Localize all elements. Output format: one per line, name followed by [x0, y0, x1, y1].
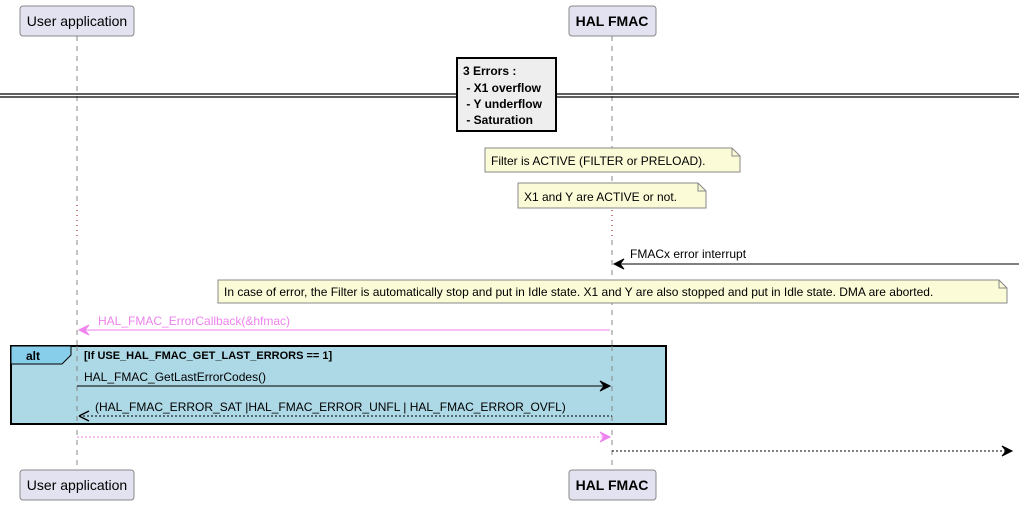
participant-hal-top[interactable]: HAL FMAC [568, 5, 657, 37]
participant-hal-bottom[interactable]: HAL FMAC [568, 469, 657, 501]
arrowhead-icon [599, 431, 612, 443]
participant-label: HAL FMAC [576, 477, 649, 493]
alt-keyword: alt [26, 349, 40, 363]
note-error-case: In case of error, the Filter is automati… [217, 279, 1008, 304]
participant-user-bottom[interactable]: User application [19, 469, 135, 501]
message-return-external [612, 445, 1014, 457]
note-text: In case of error, the Filter is automati… [224, 285, 933, 299]
note-text: Filter is ACTIVE (FILTER or PRELOAD). [491, 154, 705, 168]
message-label: (HAL_FMAC_ERROR_SAT |HAL_FMAC_ERROR_UNFL… [95, 400, 566, 414]
arrowhead-icon [78, 410, 90, 422]
note-text: X1 and Y are ACTIVE or not. [524, 190, 677, 204]
arrowhead-icon [1001, 445, 1014, 457]
alt-fragment: alt [If USE_HAL_FMAC_GET_LAST_ERRORS == … [10, 345, 667, 425]
arrowhead-icon [599, 380, 612, 392]
arrowhead-icon [612, 258, 625, 270]
participant-label: HAL FMAC [576, 13, 649, 29]
message-get-last-error-codes: HAL_FMAC_GetLastErrorCodes() [77, 370, 612, 392]
alt-condition: [If USE_HAL_FMAC_GET_LAST_ERRORS == 1] [84, 350, 332, 362]
message-label: HAL_FMAC_GetLastErrorCodes() [84, 370, 266, 384]
message-label: HAL_FMAC_ErrorCallback(&hfmac) [98, 314, 290, 328]
arrowhead-icon [77, 324, 90, 336]
divider-line: - Y underflow [463, 97, 543, 111]
participant-user-top[interactable]: User application [19, 5, 135, 37]
message-return-pink [77, 431, 612, 443]
divider: 3 Errors : - X1 overflow - Y underflow -… [0, 57, 1019, 132]
message-return-error-codes: (HAL_FMAC_ERROR_SAT |HAL_FMAC_ERROR_UNFL… [78, 400, 612, 422]
message-label: FMACx error interrupt [630, 247, 747, 261]
divider-title: 3 Errors : [463, 64, 516, 78]
note-filter-active: Filter is ACTIVE (FILTER or PRELOAD). [484, 147, 741, 173]
message-error-callback: HAL_FMAC_ErrorCallback(&hfmac) [77, 314, 610, 336]
note-x1-y-active: X1 and Y are ACTIVE or not. [517, 182, 707, 209]
participant-label: User application [27, 477, 127, 493]
divider-line: - X1 overflow [463, 81, 542, 95]
divider-line: - Saturation [463, 113, 533, 127]
participant-label: User application [27, 13, 127, 29]
message-error-interrupt: FMACx error interrupt [612, 247, 1019, 270]
